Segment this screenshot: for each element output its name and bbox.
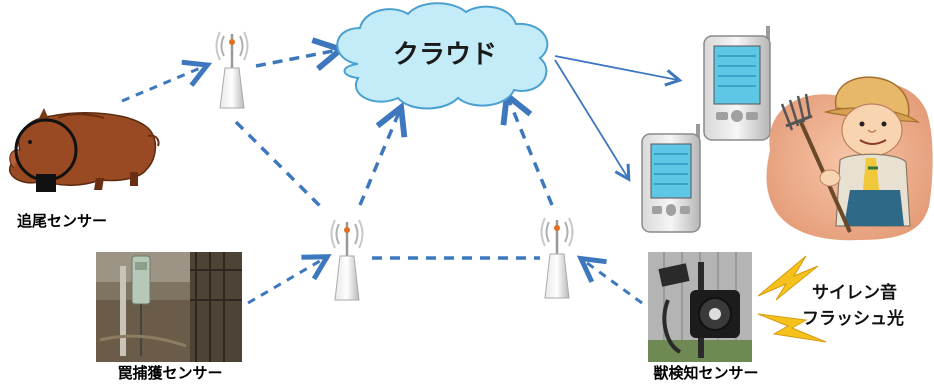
lightning-icon bbox=[757, 255, 819, 301]
pda-device-icon bbox=[703, 26, 771, 141]
farmer-icon bbox=[766, 76, 933, 241]
antenna-tower-icon bbox=[540, 217, 574, 299]
trap-sensor-label: 罠捕獲センサー bbox=[117, 364, 222, 382]
arrow-detector-to-tower bbox=[583, 260, 643, 305]
detector-sensor-label: 獣検知センサー bbox=[653, 364, 758, 382]
antenna-tower-icon bbox=[215, 31, 249, 109]
arrow-cloud-to-device-2 bbox=[554, 59, 628, 178]
pda-device-icon bbox=[641, 124, 701, 233]
arrow-tower-to-cloud bbox=[255, 50, 338, 66]
cloud-label: クラウド bbox=[393, 40, 497, 70]
trap-sensor-photo bbox=[96, 252, 242, 362]
arrow-trap-to-tower bbox=[247, 258, 325, 305]
tracking-sensor-label: 追尾センサー bbox=[17, 212, 107, 230]
boar-icon bbox=[8, 108, 160, 192]
link-tower-to-tower bbox=[234, 120, 324, 210]
antenna-tower-icon bbox=[330, 219, 364, 301]
arrow-righttower-to-cloud bbox=[508, 98, 554, 206]
detector-photo bbox=[648, 252, 752, 362]
connection-arrows bbox=[121, 50, 678, 305]
cloud-icon: クラウド bbox=[336, 2, 549, 110]
arrow-midtower-to-cloud bbox=[358, 110, 400, 206]
flash-label: フラッシュ光 bbox=[802, 308, 904, 329]
arrow-tracking-to-tower bbox=[121, 66, 205, 103]
siren-label: サイレン音 bbox=[812, 282, 897, 303]
arrow-cloud-to-device-1 bbox=[554, 55, 678, 80]
lightning-icon bbox=[757, 313, 827, 343]
